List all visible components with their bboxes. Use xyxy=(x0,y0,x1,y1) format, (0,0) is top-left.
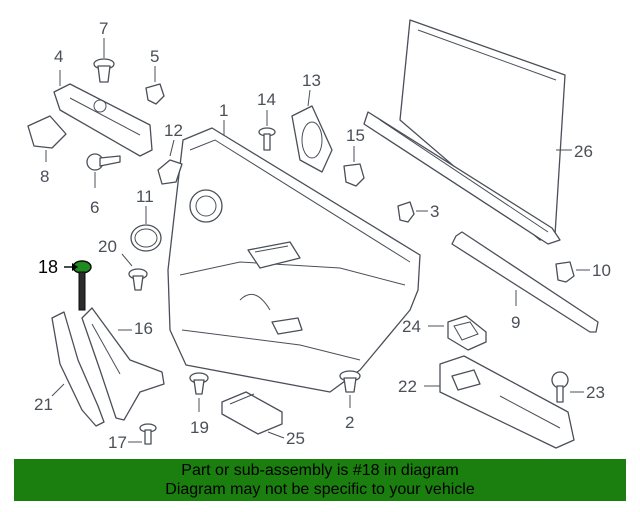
info-banner: Part or sub-assembly is #18 in diagram D… xyxy=(14,459,626,501)
callout-1[interactable]: 1 xyxy=(219,101,228,120)
banner-line-2: Diagram may not be specific to your vehi… xyxy=(165,481,475,498)
part-4-handle-bracket xyxy=(53,70,153,157)
callout-22[interactable]: 22 xyxy=(398,377,417,396)
callout-7[interactable]: 7 xyxy=(99,19,108,38)
part-17-screw xyxy=(128,423,157,445)
callout-12[interactable]: 12 xyxy=(164,121,183,140)
callout-5[interactable]: 5 xyxy=(150,47,159,66)
callout-17[interactable]: 17 xyxy=(108,433,127,452)
callout-15[interactable]: 15 xyxy=(346,126,365,145)
part-14-screw xyxy=(258,110,276,151)
parts-diagram: 26 1 2 3 4 5 xyxy=(27,19,611,452)
part-25-light-module xyxy=(221,391,285,439)
part-18-screw-highlighted xyxy=(64,260,92,311)
callout-14[interactable]: 14 xyxy=(257,90,276,109)
part-10-clip xyxy=(555,261,590,283)
part-22-switch-panel xyxy=(424,355,575,449)
callout-19[interactable]: 19 xyxy=(190,418,209,437)
part-19-clip xyxy=(189,372,209,412)
part-26-sunshade xyxy=(363,19,572,245)
callout-26[interactable]: 26 xyxy=(574,142,593,161)
part-3-clip xyxy=(397,201,428,223)
callout-16[interactable]: 16 xyxy=(134,319,153,338)
callout-18[interactable]: 18 xyxy=(38,257,58,277)
callout-3[interactable]: 3 xyxy=(430,202,439,221)
part-7-clip xyxy=(93,38,115,83)
callout-11[interactable]: 11 xyxy=(136,187,154,206)
banner-line-1: Part or sub-assembly is #18 in diagram xyxy=(181,462,459,479)
callout-10[interactable]: 10 xyxy=(592,261,611,280)
part-6-screw xyxy=(86,153,121,188)
part-20-clip xyxy=(121,253,148,291)
part-11-ring xyxy=(130,206,162,252)
part-13-speaker xyxy=(291,89,333,173)
callout-8[interactable]: 8 xyxy=(40,167,49,186)
callout-9[interactable]: 9 xyxy=(511,313,520,332)
part-12-cover xyxy=(157,139,183,185)
callout-23[interactable]: 23 xyxy=(586,383,605,402)
part-21-trim-strip xyxy=(51,311,105,427)
part-16-grab-handle xyxy=(81,307,165,421)
part-9-trim-strip xyxy=(451,231,599,333)
callout-21[interactable]: 21 xyxy=(34,395,53,414)
callout-25[interactable]: 25 xyxy=(286,429,305,448)
part-23-screw xyxy=(551,371,584,403)
callout-20[interactable]: 20 xyxy=(98,237,117,256)
callout-13[interactable]: 13 xyxy=(302,71,321,90)
callout-6[interactable]: 6 xyxy=(90,198,99,217)
callout-24[interactable]: 24 xyxy=(402,317,421,336)
part-8-end-cap xyxy=(27,115,67,162)
part-24-window-switch xyxy=(428,315,487,351)
callout-2[interactable]: 2 xyxy=(345,413,354,432)
part-2-clip xyxy=(339,370,361,408)
part-1-door-panel xyxy=(167,120,421,393)
part-5-clip xyxy=(145,66,165,105)
part-15-clip xyxy=(343,146,365,187)
callout-4[interactable]: 4 xyxy=(54,47,63,66)
